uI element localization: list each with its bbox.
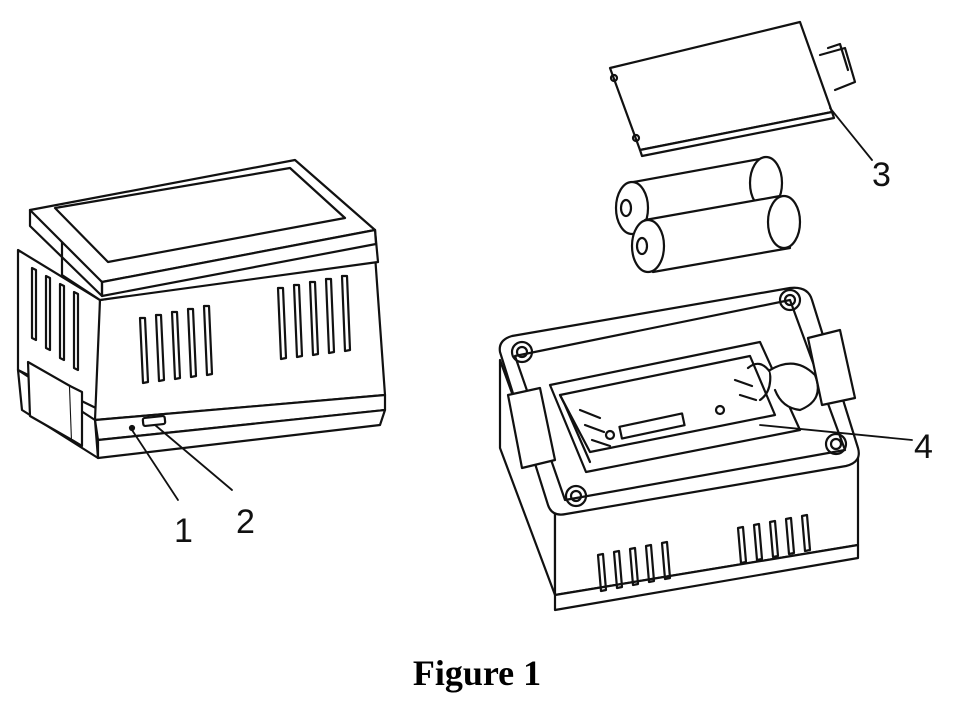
vent-slots-bottom-view: [596, 513, 812, 593]
vent-slots-side: [30, 266, 80, 372]
callout-2: 2: [236, 503, 255, 541]
battery-cells: [614, 155, 802, 274]
battery-compartment: [548, 340, 819, 474]
assembled-sensor-unit: [16, 158, 387, 460]
figure-caption: Figure 1: [412, 653, 542, 693]
callout-4: 4: [914, 428, 933, 466]
leader-line-1: [131, 429, 179, 501]
vent-slots-front-right: [276, 274, 352, 361]
callout-1: 1: [174, 512, 193, 550]
leader-line-2: [154, 424, 233, 491]
callout-labels: 1 2 3 4: [174, 156, 933, 550]
leader-line-3: [829, 107, 873, 161]
vent-slots-front-left: [138, 304, 214, 385]
leader-line-4: [759, 424, 913, 441]
battery-cover: [608, 20, 857, 158]
callout-3: 3: [872, 156, 891, 194]
sensor-unit-bottom-view: [498, 286, 860, 612]
leader-lines: [131, 107, 913, 501]
